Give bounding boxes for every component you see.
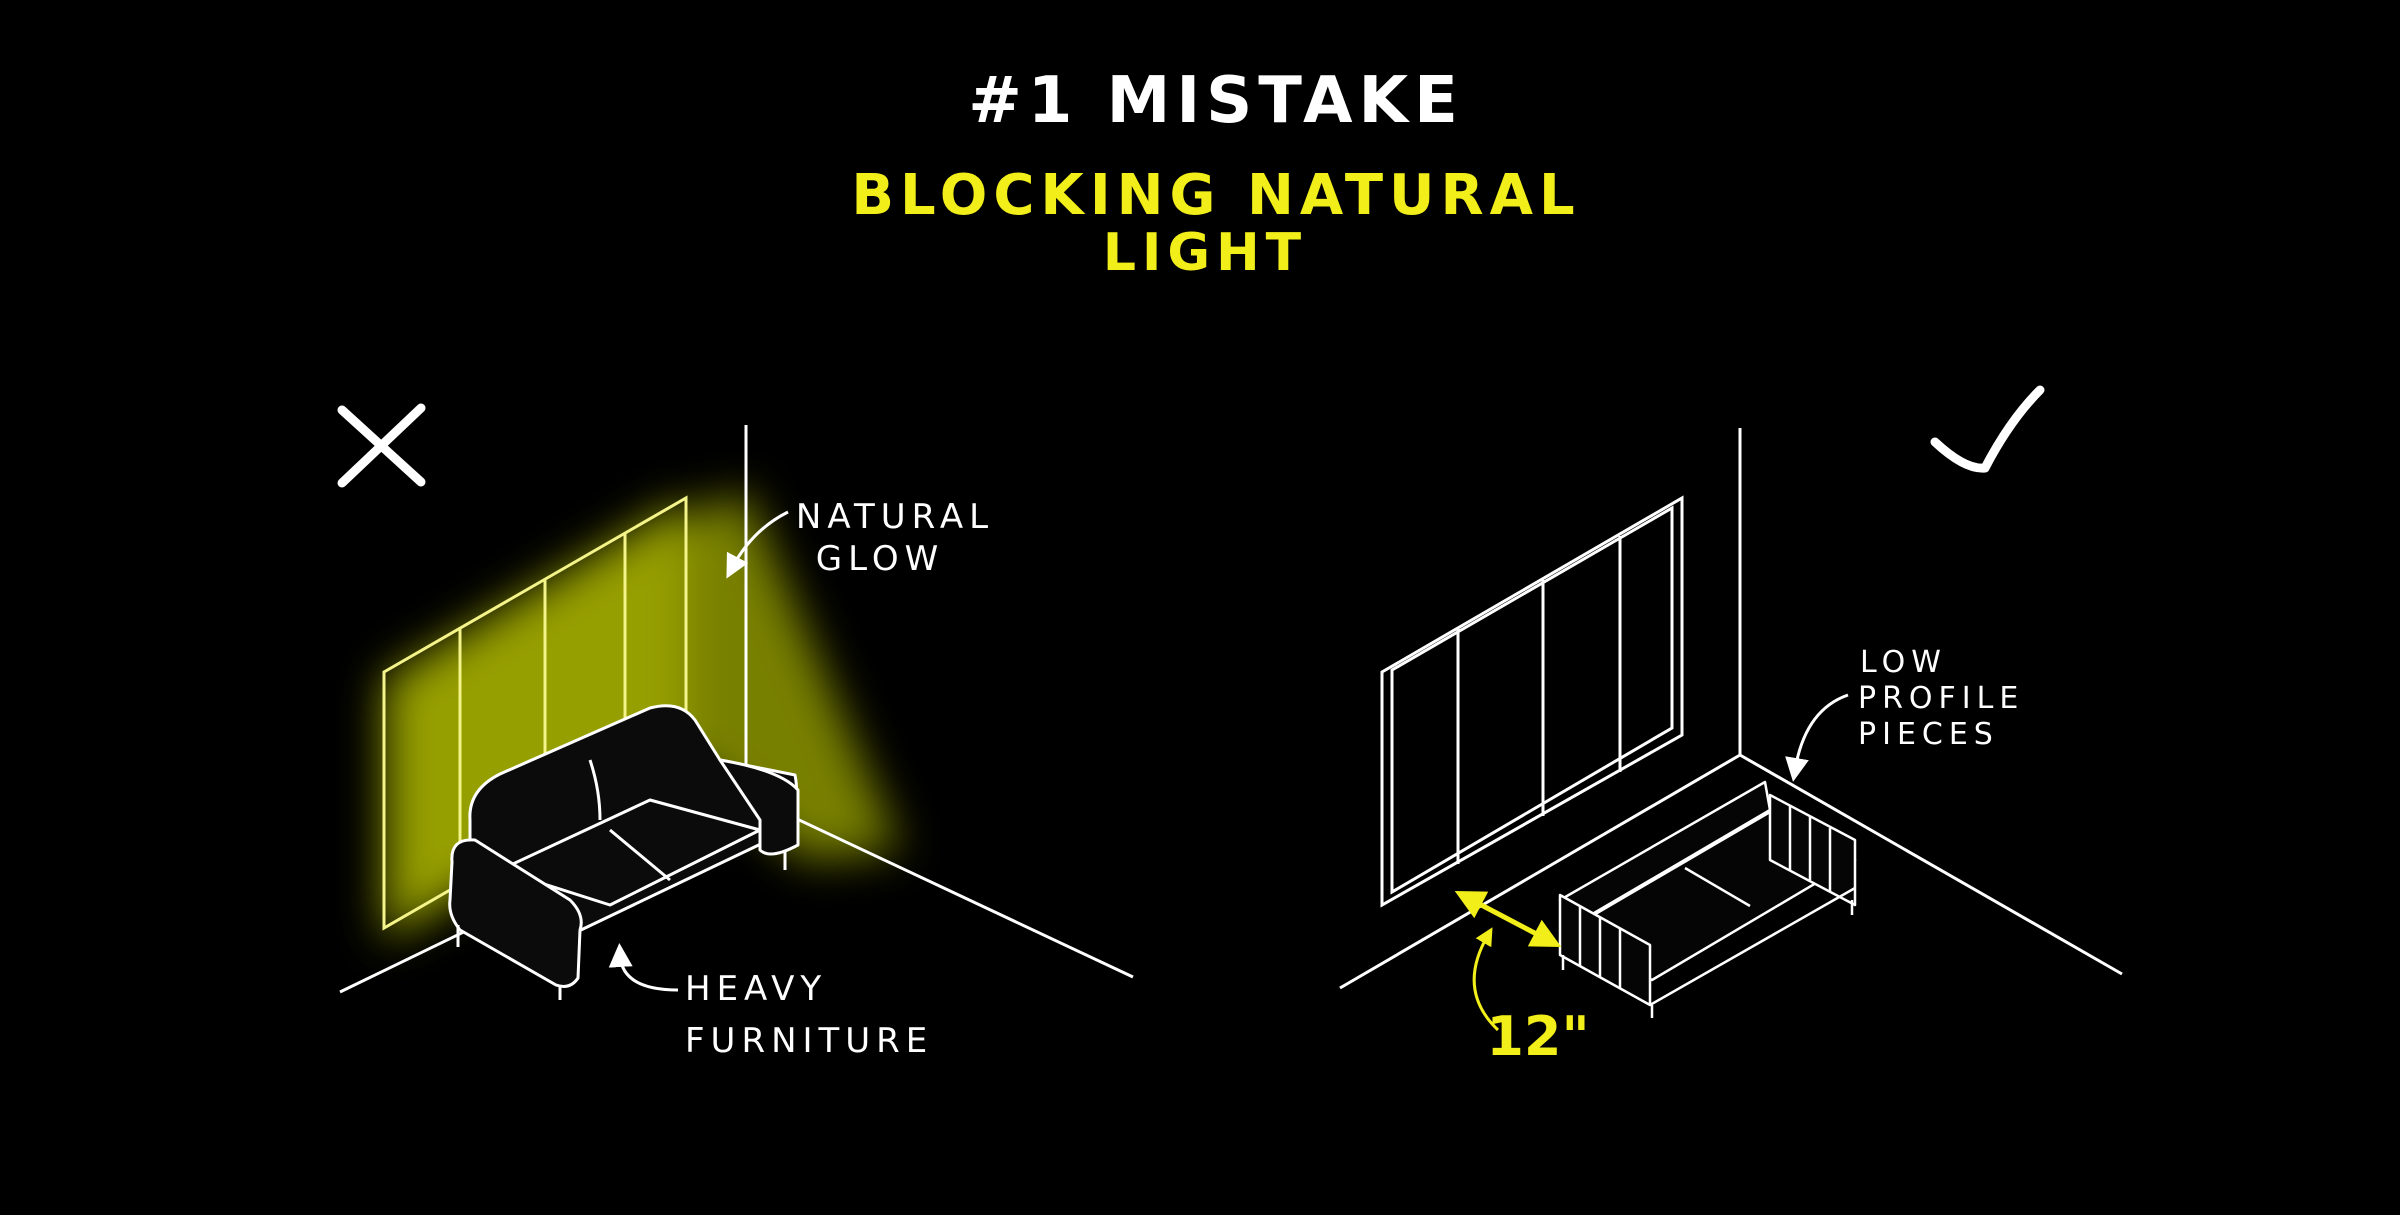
room-corner-right: [1339, 428, 2123, 990]
left-panel: NATURAL GLOW HEAVY FURNITURE: [337, 403, 1134, 1061]
window-right: [1380, 495, 1684, 908]
dimension-label: 12": [1486, 1005, 1589, 1068]
dimension-pointer-arrow: [1472, 927, 1500, 1032]
furniture-pointer-arrow: [608, 943, 679, 992]
heavy-sofa: [448, 704, 800, 1000]
page-subtitle-line1: BLOCKING NATURAL: [851, 163, 1580, 228]
right-panel: 12" LOW PROFILE PIECES: [1339, 385, 2123, 1068]
page-subtitle-line2: LIGHT: [1103, 223, 1307, 283]
x-mark-icon: [337, 403, 426, 488]
label-low-profile-line3: PIECES: [1858, 717, 1999, 752]
page-title: #1 MISTAKE: [968, 64, 1464, 138]
low-profile-sofa: [1558, 780, 1857, 1018]
label-low-profile-line2: PROFILE: [1858, 681, 2024, 716]
label-natural-glow-line2: GLOW: [816, 539, 944, 579]
glow-pointer-arrow: [726, 510, 789, 579]
label-natural-glow-line1: NATURAL: [796, 497, 994, 537]
label-heavy-furniture-line2: FURNITURE: [685, 1021, 933, 1061]
pieces-pointer-arrow: [1785, 693, 1849, 782]
label-low-profile-line1: LOW: [1860, 645, 1947, 680]
check-mark-icon: [1930, 385, 2045, 473]
label-heavy-furniture-line1: HEAVY: [685, 969, 827, 1009]
clearance-dimension-arrow: [1454, 891, 1562, 947]
